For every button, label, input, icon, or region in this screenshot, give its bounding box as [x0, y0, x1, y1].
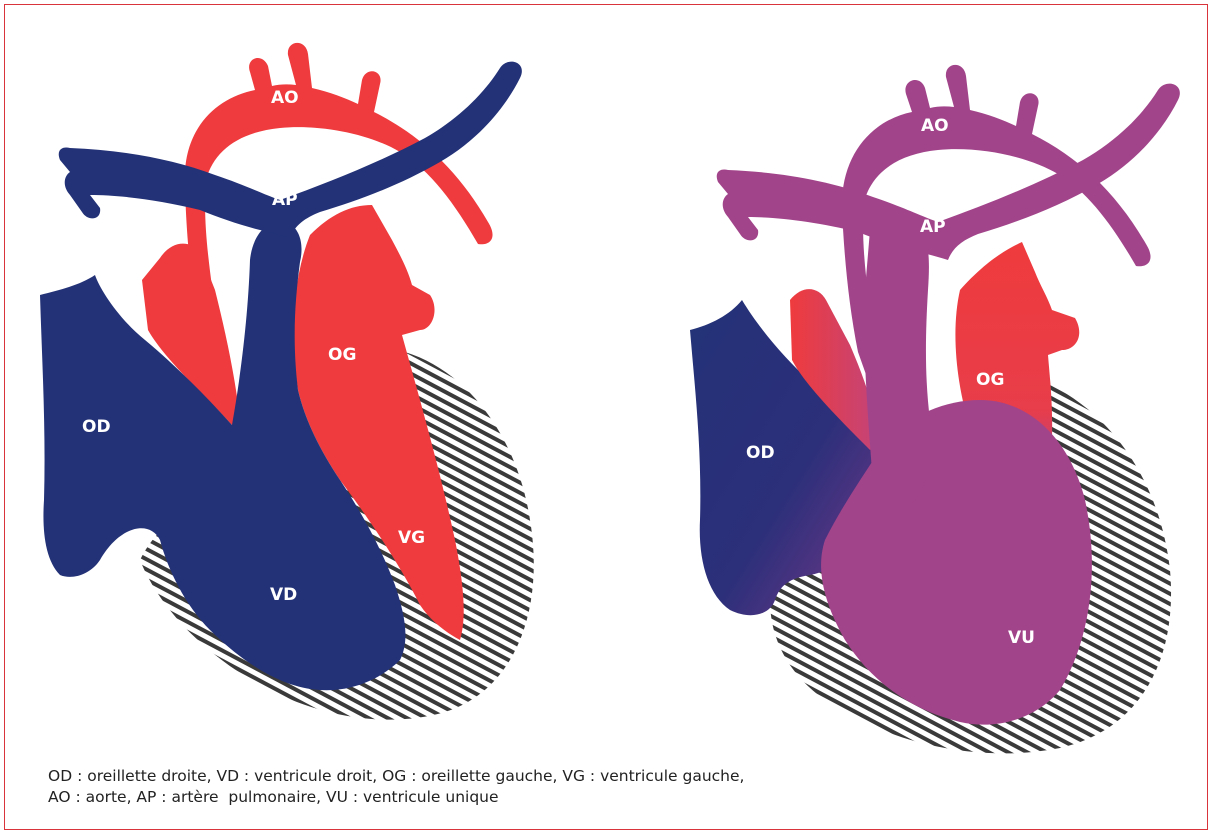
caption-line-2: AO : aorte, AP : artère pulmonaire, VU :…: [48, 787, 744, 808]
label-vu: VU: [1008, 628, 1035, 648]
label-od: OD: [82, 417, 111, 437]
normal-heart: AO AP OD OG VD VG: [40, 43, 534, 720]
single-ventricle-heart: AO AP OD OG VU: [690, 65, 1180, 754]
label-ao: AO: [271, 88, 299, 108]
label-vd: VD: [270, 585, 297, 605]
caption-line-1: OD : oreillette droite, VD : ventricule …: [48, 766, 744, 787]
label-od-single: OD: [746, 443, 775, 463]
label-ap: AP: [272, 190, 298, 210]
label-og-single: OG: [976, 370, 1004, 390]
label-ap-single: AP: [920, 217, 946, 237]
label-vg: VG: [398, 528, 425, 548]
label-ao-single: AO: [921, 116, 949, 136]
figure-caption: OD : oreillette droite, VD : ventricule …: [48, 766, 744, 808]
label-og: OG: [328, 345, 356, 365]
